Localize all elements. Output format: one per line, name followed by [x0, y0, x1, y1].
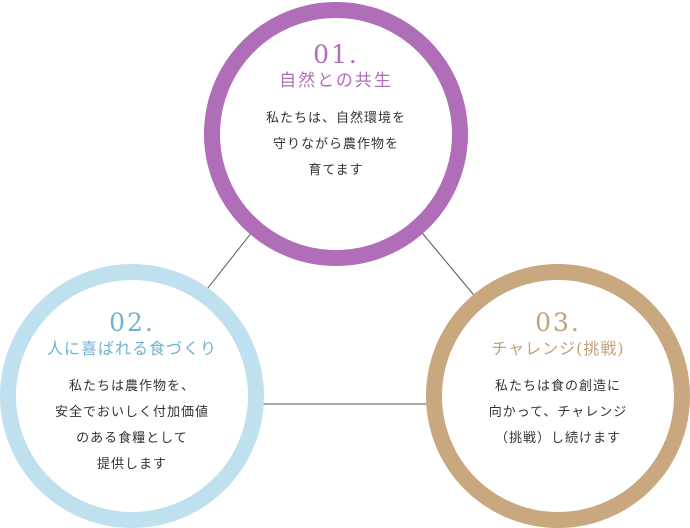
description-line: のある食糧として	[76, 431, 188, 446]
description-line: 向かって、チャレンジ	[488, 405, 628, 420]
circle-description: 私たちは食の創造に 向かって、チャレンジ （挑戦）し続けます	[489, 374, 628, 452]
description-line: 提供します	[96, 457, 167, 472]
circle-title: 人に喜ばれる食づくり	[46, 339, 217, 358]
description-line: 私たちは、自然環境を	[265, 111, 406, 126]
circle-01-coexistence-with-nature: 01. 自然との共生 私たちは、自然環境を 守りながら農作物を 育てます	[204, 2, 468, 266]
circle-number: 01.	[313, 40, 359, 69]
circle-title: 自然との共生	[279, 71, 393, 91]
description-line: 安全でおいしく付加価値	[54, 405, 209, 420]
description-line: 私たちは農作物を、	[68, 379, 195, 394]
circle-02-food-people-enjoy: 02. 人に喜ばれる食づくり 私たちは農作物を、 安全でおいしく付加価値 のある…	[0, 264, 264, 528]
circle-number: 02.	[109, 308, 155, 337]
circle-number: 03.	[535, 308, 581, 337]
circle-title: チャレンジ(挑戦)	[491, 339, 625, 358]
description-line: 育てます	[308, 163, 364, 178]
description-line: 私たちは食の創造に	[494, 379, 621, 394]
connector-line-left	[199, 231, 253, 299]
description-line: 守りながら農作物を	[272, 137, 399, 152]
circle-description: 私たちは、自然環境を 守りながら農作物を 育てます	[266, 106, 406, 184]
circle-description: 私たちは農作物を、 安全でおいしく付加価値 のある食糧として 提供します	[55, 374, 209, 478]
description-line: （挑戦）し続けます	[494, 431, 621, 446]
circle-03-challenge: 03. チャレンジ(挑戦) 私たちは食の創造に 向かって、チャレンジ （挑戦）し…	[426, 264, 690, 528]
connector-line-right	[417, 227, 479, 301]
